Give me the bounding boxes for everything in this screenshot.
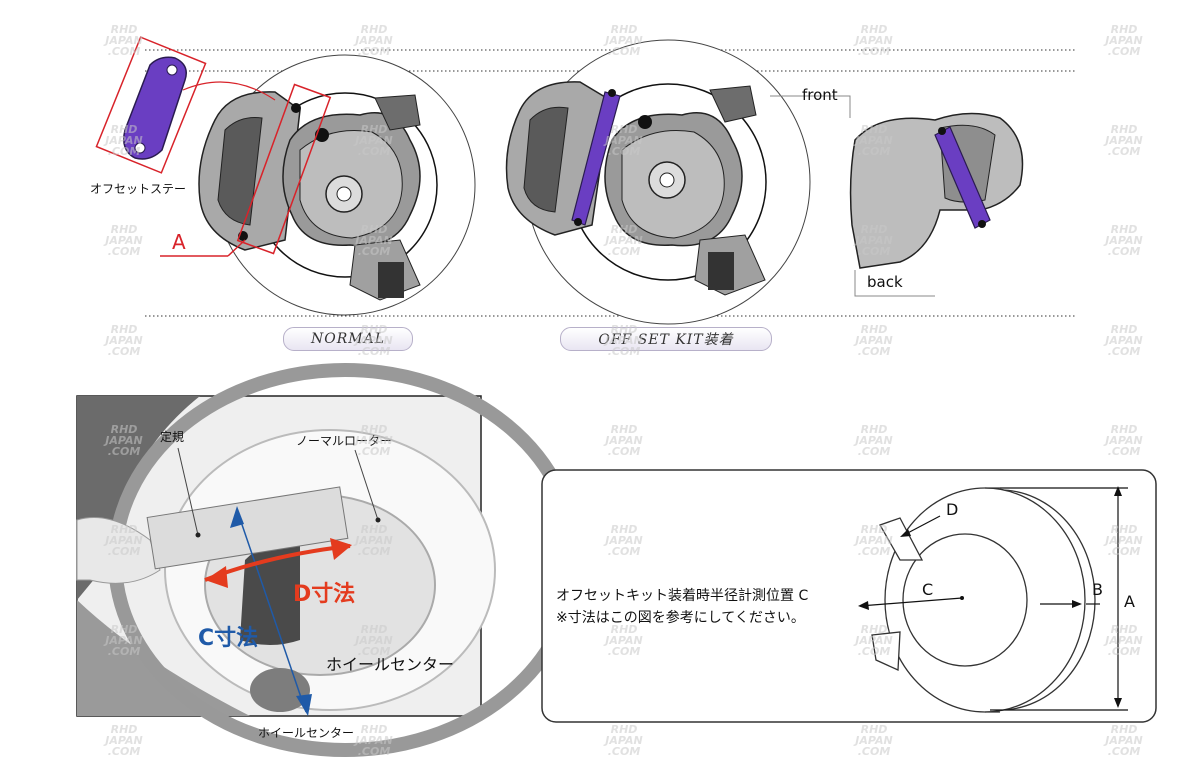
measure-label-b: B <box>1092 580 1103 599</box>
measurement-photo <box>76 363 582 757</box>
measure-label-c: C <box>922 580 934 599</box>
rotor-label: ノーマルローター <box>296 434 393 448</box>
dim-a-label: A <box>172 230 186 254</box>
measure-label-d: D <box>946 500 959 519</box>
d-dimension-label: D寸法 <box>293 582 356 607</box>
side-detail-assembly <box>770 95 1024 297</box>
back-label: back <box>867 273 903 291</box>
measure-label-a: A <box>1124 592 1135 611</box>
offset-stay-red-outline <box>95 36 207 174</box>
offset-caption: OFF SET KIT装着 <box>560 327 772 351</box>
c-dimension-arrow <box>236 509 307 713</box>
wheel-center-inner-label: ホイールセンター <box>326 655 455 674</box>
front-label: front <box>802 86 838 104</box>
measurement-diagram <box>541 469 1157 723</box>
c-dimension-label: C寸法 <box>198 626 259 651</box>
offset-stay-label: オフセットステー <box>90 182 187 196</box>
back-leader <box>854 270 935 297</box>
wheel-center-bottom-label: ホイールセンター <box>258 726 355 740</box>
measure-position-note: オフセットキット装着時半径計測位置 C <box>556 588 809 604</box>
normal-caption: NORMAL <box>283 327 413 351</box>
ruler-label: 定規 <box>160 430 185 444</box>
offset-stay-part <box>123 56 187 160</box>
offset-brake-assembly <box>505 39 811 325</box>
measure-reference-note: ※寸法はこの図を参考にしてください。 <box>556 610 805 626</box>
front-leader <box>770 95 851 118</box>
caliper-mount-red-outline <box>236 83 332 255</box>
normal-brake-assembly <box>95 36 476 316</box>
